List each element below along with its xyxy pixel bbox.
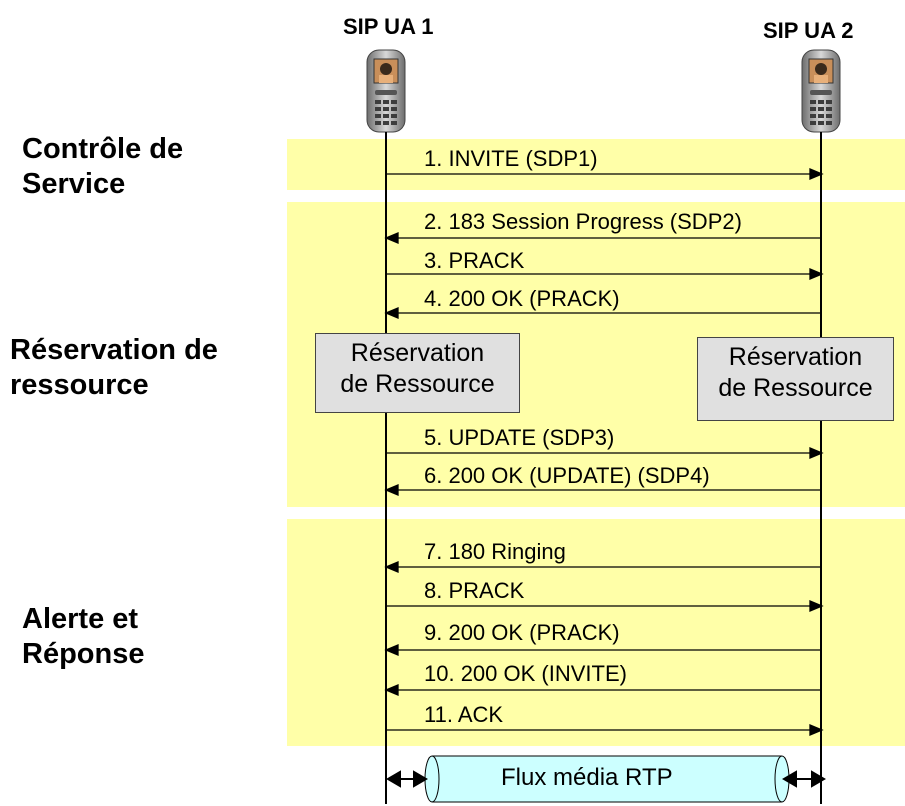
phase-label-alert: Alerte et Réponse — [22, 603, 145, 670]
msg-label-4: 4. 200 OK (PRACK) — [424, 286, 620, 311]
phase-label-service: Contrôle de Service — [22, 133, 184, 200]
reservation-box-ua2: Réservation de Ressource — [697, 337, 894, 421]
msg-label-8: 8. PRACK — [424, 578, 525, 603]
msg-label-11: 11. ACK — [424, 702, 504, 727]
double-arrow-icon — [782, 770, 826, 788]
ua2-lifeline — [820, 132, 822, 804]
media-flow-label: Flux média RTP — [501, 764, 673, 791]
ua2-label: SIP UA 2 — [763, 18, 854, 43]
phase-band-service — [287, 139, 905, 190]
msg-label-3: 3. PRACK — [424, 248, 525, 273]
ua1-lifeline — [385, 132, 387, 804]
msg-label-1: 1. INVITE (SDP1) — [424, 146, 598, 171]
reservation-box-ua1: Réservation de Ressource — [315, 333, 520, 413]
phase-band-alert — [287, 519, 905, 746]
msg-label-10: 10. 200 OK (INVITE) — [424, 661, 627, 686]
mobile-phone-icon — [801, 49, 841, 133]
msg-label-2: 2. 183 Session Progress (SDP2) — [424, 209, 742, 234]
phase-label-reservation: Réservation de ressource — [10, 334, 218, 401]
ua1-label: SIP UA 1 — [343, 14, 434, 39]
double-arrow-icon — [386, 770, 428, 788]
media-flow-pipe — [424, 755, 790, 803]
msg-label-6: 6. 200 OK (UPDATE) (SDP4) — [424, 463, 710, 488]
msg-label-5: 5. UPDATE (SDP3) — [424, 425, 615, 450]
msg-label-7: 7. 180 Ringing — [424, 539, 566, 564]
msg-label-9: 9. 200 OK (PRACK) — [424, 620, 620, 645]
